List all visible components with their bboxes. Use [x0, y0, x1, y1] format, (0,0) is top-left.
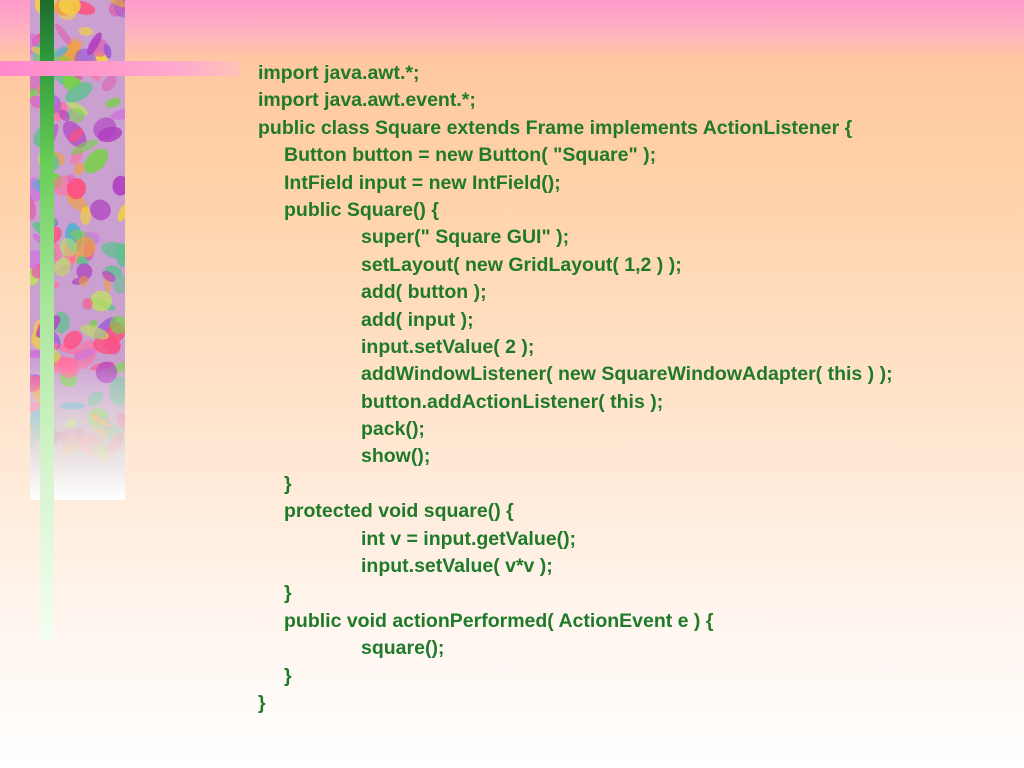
code-line: pack(); [361, 418, 425, 441]
code-line: } [258, 691, 266, 714]
java-code-listing: import java.awt.*; import java.awt.event.… [258, 60, 893, 717]
vertical-accent-bar [40, 0, 54, 640]
code-line: setLayout( new GridLayout( 1,2 ) ); [361, 253, 682, 276]
code-line: import java.awt.*; [258, 62, 420, 84]
code-line: public Square() { [284, 198, 439, 221]
code-line: protected void square() { [284, 500, 514, 523]
code-line: square(); [361, 637, 445, 660]
horizontal-accent-bar [0, 61, 240, 76]
code-line: button.addActionListener( this ); [361, 390, 664, 413]
code-line: import java.awt.event.*; [258, 89, 476, 112]
code-line: super(" Square GUI" ); [361, 226, 570, 249]
code-line: input.setValue( v*v ); [361, 555, 553, 578]
code-line: } [284, 664, 292, 687]
code-line: add( button ); [361, 281, 487, 304]
code-line: add( input ); [361, 308, 474, 331]
code-line: IntField input = new IntField(); [284, 171, 561, 194]
code-line: } [284, 582, 292, 605]
code-line: } [284, 472, 292, 495]
code-line: public void actionPerformed( ActionEvent… [284, 609, 714, 632]
code-line: input.setValue( 2 ); [361, 335, 535, 358]
code-line: show(); [361, 445, 431, 468]
code-line: int v = input.getValue(); [361, 527, 577, 550]
code-line: public class Square extends Frame implem… [258, 116, 853, 139]
code-line: Button button = new Button( "Square" ); [284, 144, 657, 167]
code-line: addWindowListener( new SquareWindowAdapt… [361, 363, 893, 386]
